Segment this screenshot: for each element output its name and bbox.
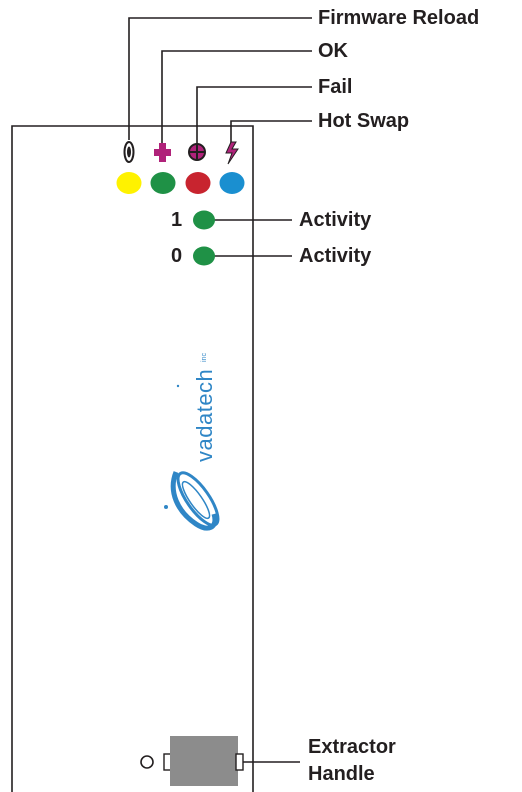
fail-label: Fail — [318, 76, 353, 98]
extractor-handle — [170, 736, 238, 786]
port-0-number: 0 — [171, 245, 183, 267]
leader-hot-swap — [230, 120, 312, 146]
hot-swap-led — [219, 172, 245, 194]
leader-firmware-reload — [128, 17, 312, 140]
brand-mark: inc — [201, 353, 208, 362]
reload-icon — [123, 141, 135, 163]
extractor-label-line1: Extractor — [308, 736, 396, 758]
fail-led — [185, 172, 211, 194]
hot-swap-label: Hot Swap — [318, 110, 410, 132]
activity-1-label: Activity — [299, 209, 372, 231]
leader-ok — [161, 50, 312, 146]
activity-1-led — [193, 210, 215, 230]
activity-0-label: Activity — [299, 245, 372, 267]
ok-led — [150, 172, 176, 194]
extractor-label-line2: Handle — [308, 763, 375, 785]
port-1-number: 1 — [171, 209, 183, 231]
logo-dot — [164, 505, 168, 509]
lightning-icon — [225, 141, 239, 165]
fail-icon — [188, 143, 206, 161]
vadatech-logo-mark — [170, 471, 220, 531]
leader-lines — [128, 17, 312, 763]
brand-dot — [176, 384, 180, 388]
firmware-reload-label: Firmware Reload — [318, 7, 480, 29]
plus-icon — [154, 143, 171, 162]
board-outline — [11, 125, 254, 792]
activity-0-led — [193, 246, 215, 266]
handle-indicator-ring — [140, 755, 154, 769]
ok-label: OK — [318, 40, 348, 62]
handle-bracket-left — [163, 753, 172, 771]
leader-fail — [196, 86, 312, 146]
handle-bracket-right — [235, 753, 244, 771]
brand-name: vadatech — [192, 368, 217, 462]
firmware-reload-led — [116, 172, 142, 194]
